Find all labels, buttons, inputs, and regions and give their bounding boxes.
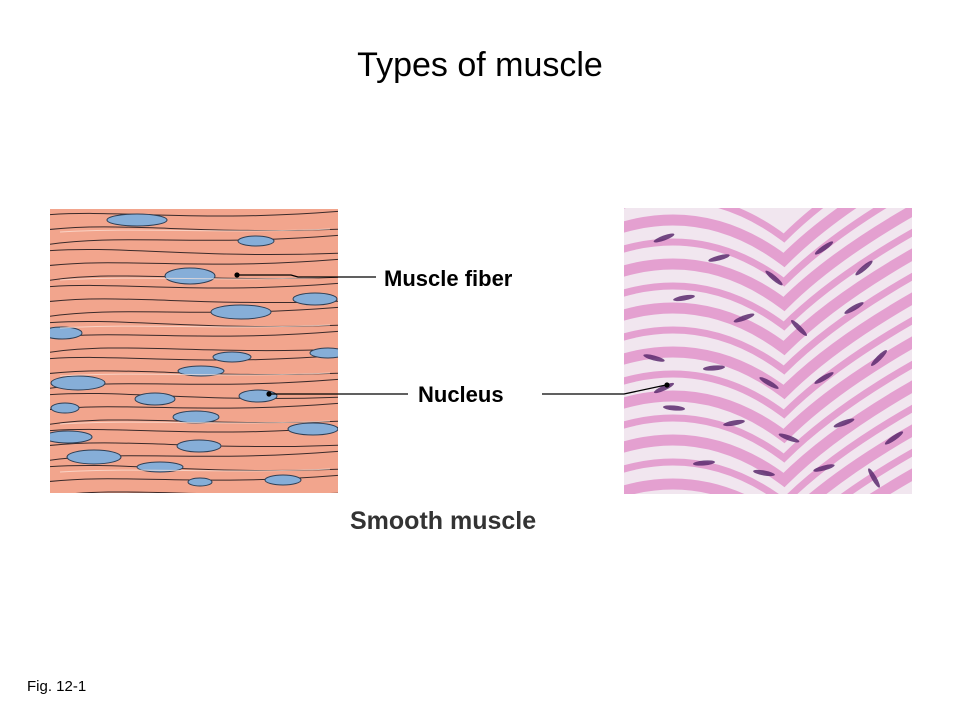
nucleus-label: Nucleus bbox=[418, 382, 504, 407]
muscle-fiber-label: Muscle fiber bbox=[384, 266, 513, 291]
smooth-muscle-illustration bbox=[50, 209, 338, 493]
smooth-muscle-micrograph bbox=[624, 208, 912, 494]
slide-title: Types of muscle bbox=[357, 46, 603, 84]
figure-reference: Fig. 12-1 bbox=[27, 678, 87, 695]
figure-caption: Smooth muscle bbox=[350, 507, 537, 535]
fiber-nuclei bbox=[50, 213, 338, 487]
